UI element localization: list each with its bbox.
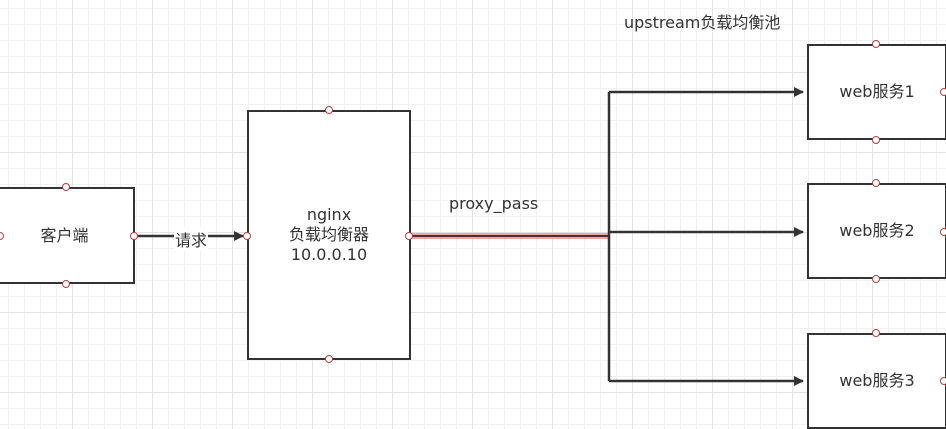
web-server-2-port-bottom[interactable] xyxy=(872,275,880,283)
web-server-1-port-right[interactable] xyxy=(940,88,946,96)
nginx-line-1: nginx xyxy=(306,205,352,224)
web-server-1-port-bottom[interactable] xyxy=(872,136,880,144)
web-server-1-port-top[interactable] xyxy=(872,40,880,48)
nginx-line-3: 10.0.0.10 xyxy=(290,245,368,264)
web-server-2-port-right[interactable] xyxy=(940,228,946,236)
nginx-port-top[interactable] xyxy=(325,106,333,114)
client-port-top[interactable] xyxy=(62,183,70,191)
web-server-2-label: web服务2 xyxy=(839,221,915,240)
nginx-text: nginx 负载均衡器 10.0.0.10 xyxy=(289,205,369,265)
request-label: 请求 xyxy=(174,227,209,251)
web-server-3-label: web服务3 xyxy=(839,371,915,390)
nginx-port-bottom[interactable] xyxy=(325,355,333,363)
nginx-port-right[interactable] xyxy=(405,232,413,240)
nginx-line-2: 负载均衡器 xyxy=(288,225,369,244)
web-server-3-port-top[interactable] xyxy=(872,329,880,337)
web-server-2-port-top[interactable] xyxy=(872,179,880,187)
nginx-node[interactable]: nginx 负载均衡器 10.0.0.10 xyxy=(247,110,411,360)
pool-title: upstream负载均衡池 xyxy=(624,13,781,32)
nginx-port-left[interactable] xyxy=(243,232,251,240)
client-port-right[interactable] xyxy=(130,232,138,240)
web-server-2-node[interactable]: web服务2 xyxy=(807,183,946,279)
client-port-bottom[interactable] xyxy=(62,280,70,288)
web-server-1-label: web服务1 xyxy=(839,82,915,101)
web-server-1-node[interactable]: web服务1 xyxy=(807,44,946,140)
proxy-pass-label: proxy_pass xyxy=(449,194,539,213)
web-server-3-port-right[interactable] xyxy=(940,377,946,385)
web-server-3-node[interactable]: web服务3 xyxy=(807,333,946,429)
client-label: 客户端 xyxy=(40,225,89,245)
client-node[interactable]: 客户端 xyxy=(0,187,135,284)
